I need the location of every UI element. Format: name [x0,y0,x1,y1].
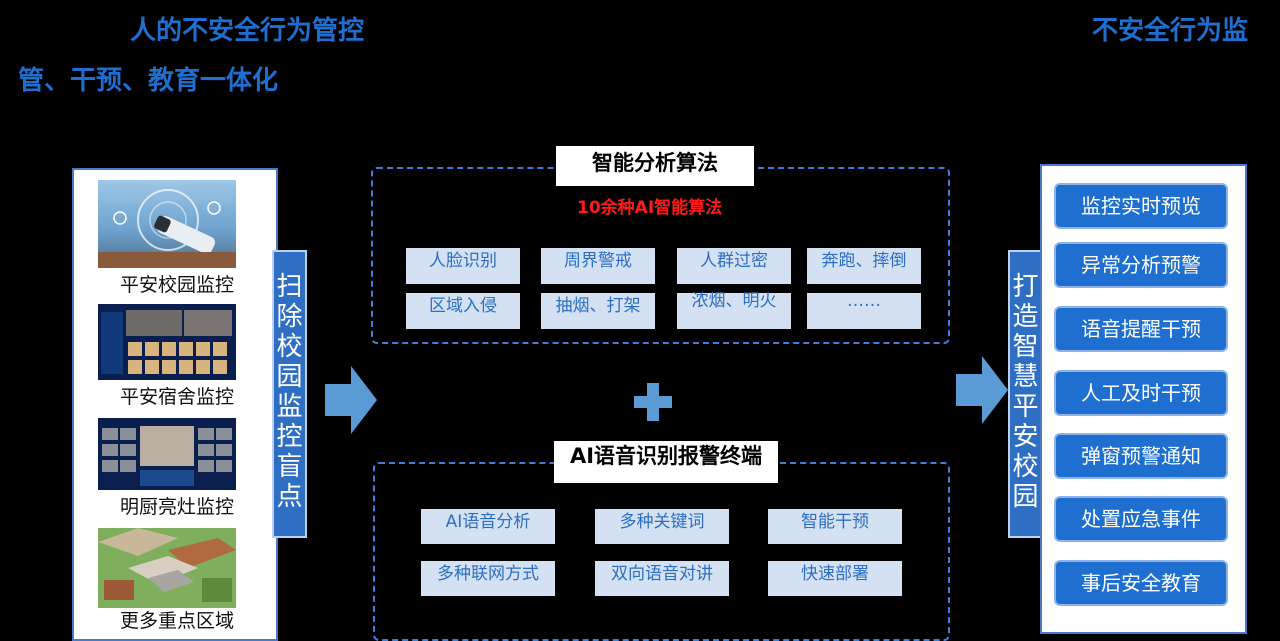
right-bar-char: 园 [1012,482,1039,512]
voice-tag: 智能干预 [768,509,902,544]
algorithm-tag: 抽烟、打架 [541,293,655,329]
left-bar-char: 盲 [276,452,303,482]
algorithm-tag: 奔跑、摔倒 [807,248,921,284]
dormitory-monitor-dashboard [98,304,236,380]
right-bar-char: 慧 [1012,362,1039,392]
algorithm-tag: 人群过密 [677,248,791,284]
right-bar-char: 智 [1012,332,1039,362]
action-voice-reminder: 语音提醒干预 [1054,306,1228,352]
voice-tag: 快速部署 [768,561,902,596]
right-bar-char: 平 [1012,392,1039,422]
action-emergency-handling: 处置应急事件 [1054,496,1228,542]
algorithm-tag: 区域入侵 [406,293,520,329]
header-title-main: 人的不安全行为管控 [130,16,365,46]
left-bar-char: 除 [276,302,303,332]
algorithm-tag: 人脸识别 [406,248,520,284]
left-bar-char: 校 [276,332,303,362]
campus-camera-photo [98,180,236,268]
voice-tag: 双向语音对讲 [595,561,729,596]
algorithms-title: 智能分析算法 [556,146,754,186]
action-manual-intervention: 人工及时干预 [1054,370,1228,416]
algorithm-tag: …… [807,293,921,329]
action-safety-education: 事后安全教育 [1054,560,1228,606]
voice-tag: AI语音分析 [421,509,555,544]
scene-label-dormitory: 平安宿舍监控 [119,386,234,408]
action-popup-alert: 弹窗预警通知 [1054,433,1228,479]
dashboard-illustration [101,310,232,374]
right-vertical-label: 打 造 智 慧 平 安 校 园 [1008,250,1043,538]
campus-aerial-3d-view [98,528,236,608]
right-arrow-icon [956,356,1008,424]
aerial-illustration [98,528,236,602]
left-bar-char: 点 [276,482,303,512]
kitchen-illustration [102,426,232,486]
header-title-right: 不安全行为监 [1092,16,1249,46]
right-bar-char: 安 [1012,422,1039,452]
voice-terminal-title: AI语音识别报警终端 [554,441,778,483]
camera-illustration [98,189,236,268]
scene-label-kitchen: 明厨亮灶监控 [119,496,234,518]
algorithm-tag: 浓烟、明火 [677,293,791,329]
algorithm-tag: 周界警戒 [541,248,655,284]
right-bar-char: 造 [1012,302,1039,332]
scene-label-more: 更多重点区域 [119,610,234,632]
kitchen-monitor-dashboard [98,418,236,490]
left-bar-char: 园 [276,362,303,392]
left-bar-char: 控 [276,422,303,452]
right-arrow-icon [325,366,377,434]
right-bar-char: 打 [1012,272,1039,302]
action-anomaly-warning: 异常分析预警 [1054,242,1228,288]
left-vertical-label: 扫 除 校 园 监 控 盲 点 [272,250,307,538]
header-subtitle: 管、干预、教育一体化 [18,66,279,96]
scene-label-campus: 平安校园监控 [119,274,234,296]
voice-tag: 多种联网方式 [421,561,555,596]
voice-terminal-group [373,462,950,641]
left-bar-char: 扫 [276,272,303,302]
algorithms-subtitle: 10余种AI智能算法 [577,198,723,218]
monitoring-scenes-panel: 平安校园监控 平安宿舍监控 [72,168,278,641]
right-bar-char: 校 [1012,452,1039,482]
plus-icon-bar [634,396,672,408]
voice-tag: 多种关键词 [595,509,729,544]
left-bar-char: 监 [276,392,303,422]
action-realtime-preview: 监控实时预览 [1054,183,1228,229]
